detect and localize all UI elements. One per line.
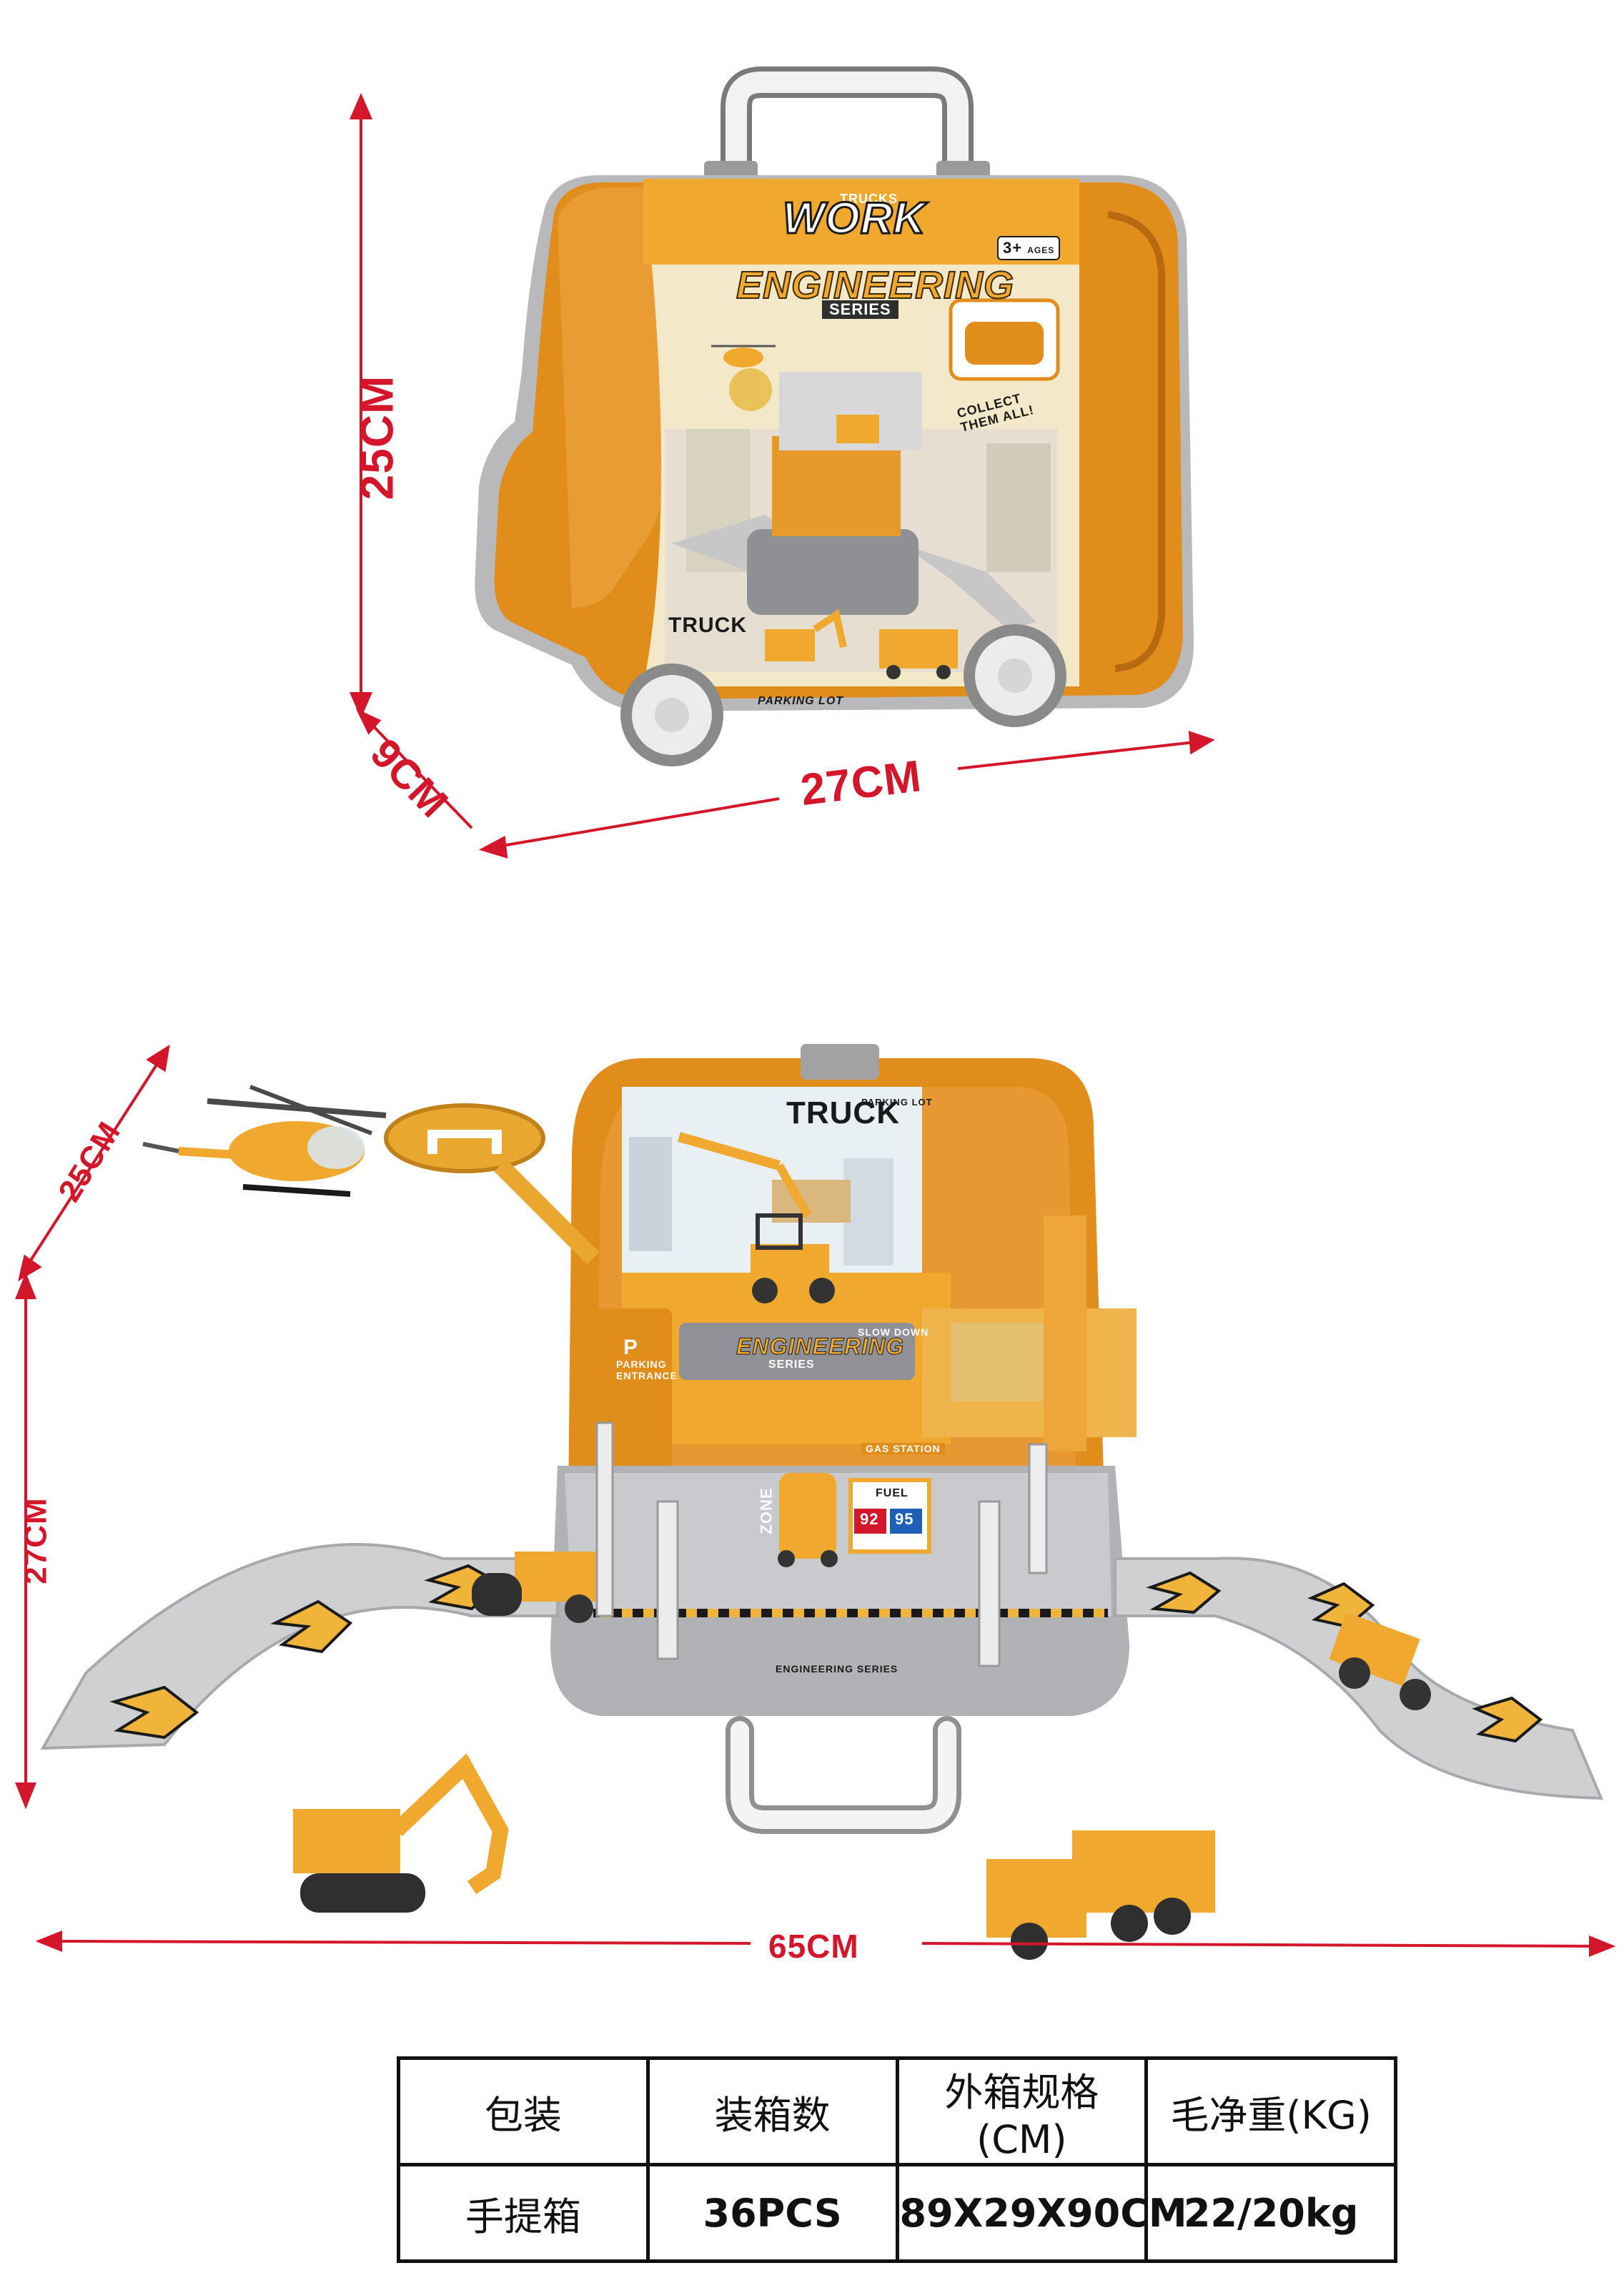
- dim-arrow-width: [478, 731, 1215, 859]
- age-badge: 3+ AGES: [997, 236, 1061, 260]
- tray-series-label: ENGINEERING SERIES: [776, 1663, 898, 1675]
- dim-arrow-open-width: [35, 1930, 1616, 1957]
- spec-table-value-row: 手提箱 36PCS 89X29X90CM 22/20kg: [397, 2163, 1397, 2263]
- series-title-logo: ENGINEERING: [736, 263, 1015, 307]
- sleeve-dump-truck: [879, 629, 958, 679]
- brand-small-text: TRUCKS: [840, 192, 898, 206]
- playset-series-sub: SERIES: [768, 1358, 815, 1371]
- sleeve-excavator: [765, 608, 847, 661]
- parking-entrance-sign: PARKING ENTRANCE: [616, 1358, 678, 1381]
- sleeve-parking-text: PARKING LOT: [758, 695, 844, 707]
- series-sub-text: SERIES: [822, 300, 898, 319]
- playset-series-logo: ENGINEERING: [736, 1333, 905, 1360]
- brand-work-logo: WORK: [781, 193, 926, 245]
- dim-arrow-height: [349, 92, 373, 719]
- fuel-pump: [848, 1478, 931, 1554]
- spec-table: 包装 装箱数 外箱规格(CM) 毛净重(KG) 手提箱 36PCS 89X29X…: [397, 2056, 1397, 2263]
- loader-toy: [1329, 1612, 1431, 1710]
- slow-down-sign: SLOW DOWN: [858, 1326, 929, 1338]
- sleeve-playset-print: [672, 368, 1036, 629]
- fuel-label: FUEL: [876, 1487, 908, 1499]
- gas-station-sign: GAS STATION: [861, 1443, 945, 1454]
- playset-parking-lot: PARKING LOT: [861, 1097, 933, 1108]
- helipad: [384, 1103, 600, 1265]
- traffic-posts: [595, 1421, 1048, 1667]
- parking-p-sign: P: [623, 1336, 639, 1359]
- sleeve-truck-logo: TRUCK: [668, 613, 747, 637]
- dim-arrow-depth: [355, 708, 473, 829]
- age-value: 3+: [1003, 239, 1023, 257]
- fuel-grade-95: 95: [895, 1510, 914, 1528]
- value-carton-qty: 36PCS: [645, 2163, 899, 2263]
- tray-handle: [726, 1716, 961, 1834]
- spec-table-header-row: 包装 装箱数 外箱规格(CM) 毛净重(KG): [397, 2056, 1397, 2166]
- scenic-backdrop: [622, 1087, 922, 1301]
- open-height-label: 27CM: [18, 1497, 54, 1584]
- dim-arrow-open-depth: [17, 1044, 170, 1282]
- open-playset-illustration: [15, 1044, 1616, 1960]
- header-carton-size: 外箱规格(CM): [895, 2056, 1149, 2166]
- value-weight: 22/20kg: [1144, 2163, 1397, 2263]
- dim-arrow-open-height: [15, 1272, 36, 1810]
- open-width-label: 65CM: [768, 1928, 859, 1965]
- header-packaging: 包装: [397, 2056, 650, 2166]
- playset-truck-logo: TRUCK: [786, 1095, 900, 1130]
- cement-mixer-toy: [778, 1473, 838, 1567]
- fuel-grade-92: 92: [860, 1510, 879, 1528]
- closed-case-illustration: [349, 66, 1215, 859]
- header-weight: 毛净重(KG): [1144, 2056, 1397, 2166]
- sleeve-helicopter: [711, 345, 776, 368]
- age-unit: AGES: [1027, 245, 1055, 255]
- value-carton-size: 89X29X90CM: [895, 2163, 1187, 2263]
- road-roller-toy: [472, 1552, 600, 1623]
- helicopter-toy: [142, 1085, 387, 1197]
- dump-truck-toy: [986, 1830, 1215, 1960]
- excavator-toy: [293, 1753, 509, 1913]
- sleeve-inset-thumbnail: [949, 298, 1060, 381]
- value-packaging: 手提箱: [397, 2163, 650, 2263]
- forklift-toy: [751, 1213, 835, 1303]
- case-wheels: [620, 624, 1066, 766]
- zone-marking: ZONE: [757, 1487, 776, 1534]
- header-carton-qty: 装箱数: [645, 2056, 899, 2166]
